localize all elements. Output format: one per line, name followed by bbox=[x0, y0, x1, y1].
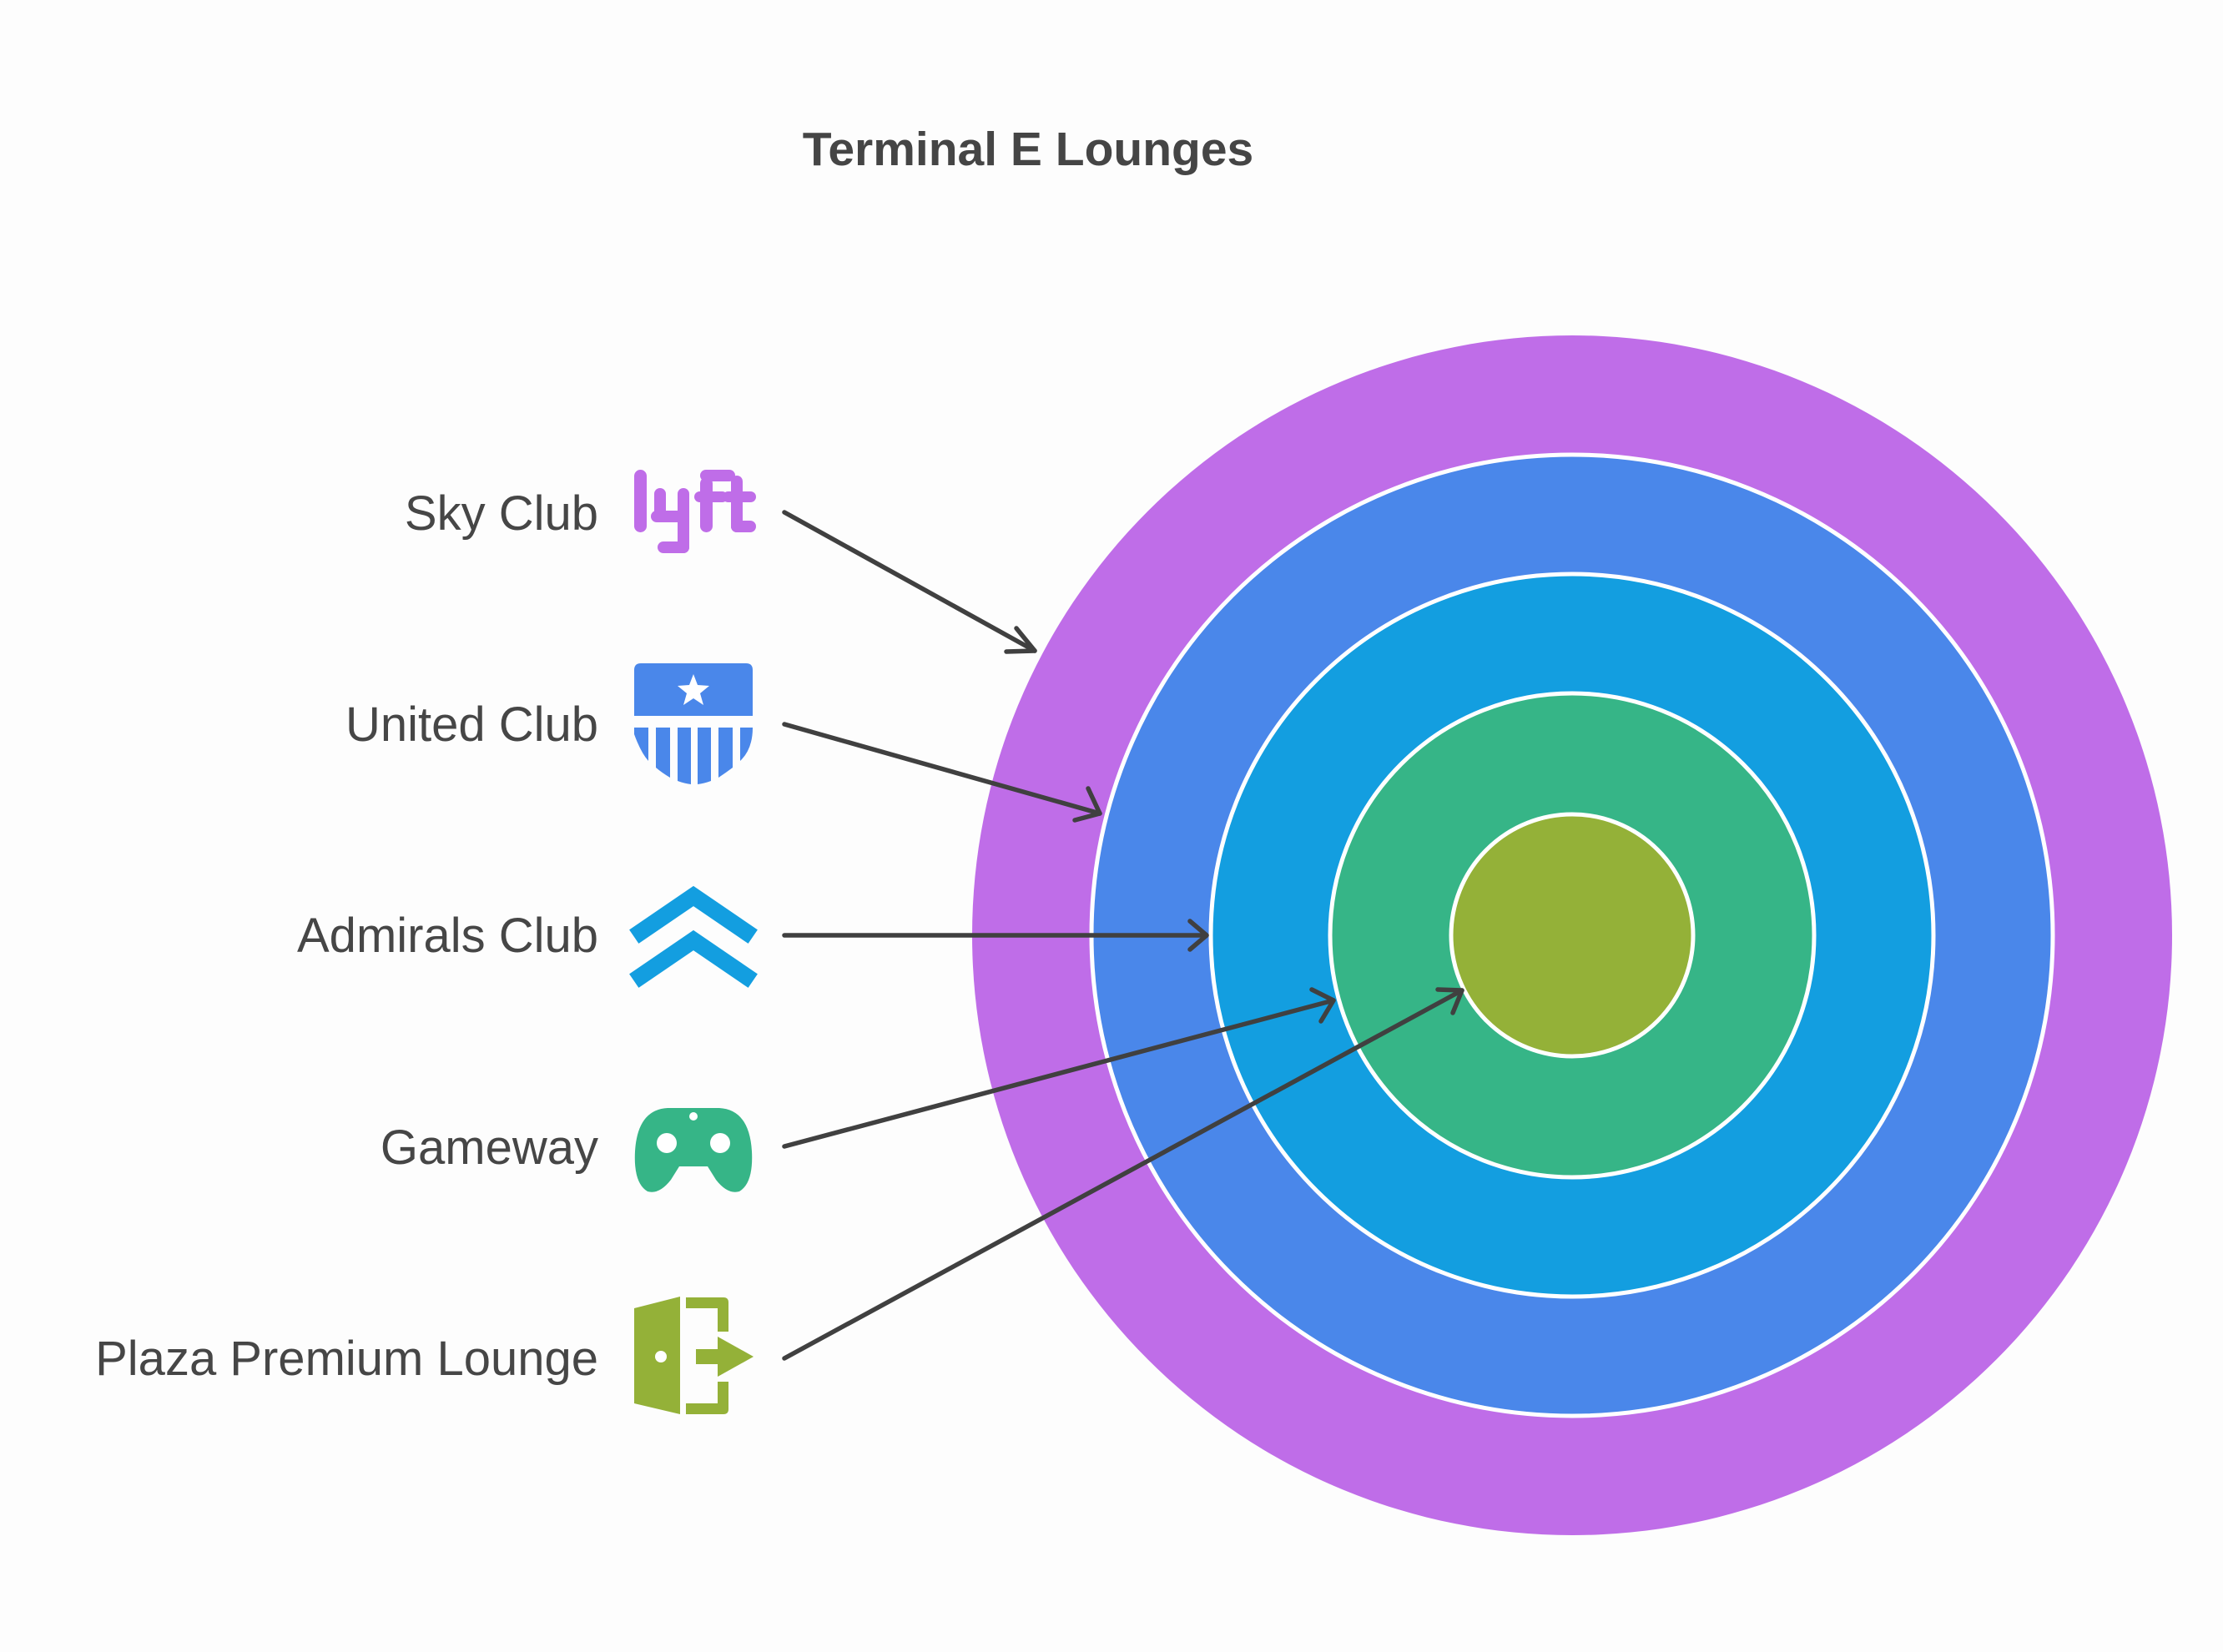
label-admirals-club: Admirals Club bbox=[297, 909, 598, 963]
labels: Sky Club United Club Admirals Club Gamew… bbox=[95, 486, 598, 1386]
arrowhead-united-club bbox=[1072, 786, 1102, 823]
shield-star-icon bbox=[634, 663, 753, 784]
arrows bbox=[782, 510, 1464, 1361]
lyft-logo-icon bbox=[634, 470, 756, 553]
arrow-sky-club bbox=[782, 510, 1037, 653]
ring-separator bbox=[1449, 812, 1696, 1059]
ring-separator bbox=[1208, 572, 1936, 1299]
label-united-club: United Club bbox=[345, 698, 598, 752]
ring-plaza-premium-lounge bbox=[1451, 814, 1693, 1056]
label-gameway: Gameway bbox=[381, 1121, 598, 1175]
gamepad-icon bbox=[634, 1108, 753, 1192]
diagram-title: Terminal E Lounges bbox=[803, 123, 1254, 176]
arrowhead-sky-club bbox=[1004, 626, 1037, 654]
ring-separator bbox=[1328, 691, 1817, 1180]
icons bbox=[629, 470, 758, 1414]
concentric-rings bbox=[972, 335, 2172, 1535]
label-sky-club: Sky Club bbox=[405, 486, 598, 541]
arrowhead-plaza-premium-lounge bbox=[1435, 987, 1464, 1015]
double-chevron-up-icon bbox=[629, 885, 758, 988]
arrow-plaza-premium-lounge bbox=[782, 988, 1464, 1361]
arrowhead-admirals-club bbox=[1187, 919, 1209, 952]
arrow-gameway bbox=[782, 998, 1336, 1149]
arrow-united-club bbox=[782, 722, 1102, 816]
label-plaza-premium-lounge: Plaza Premium Lounge bbox=[95, 1332, 598, 1386]
exit-door-icon bbox=[634, 1297, 754, 1414]
arrowhead-gameway bbox=[1309, 987, 1336, 1024]
